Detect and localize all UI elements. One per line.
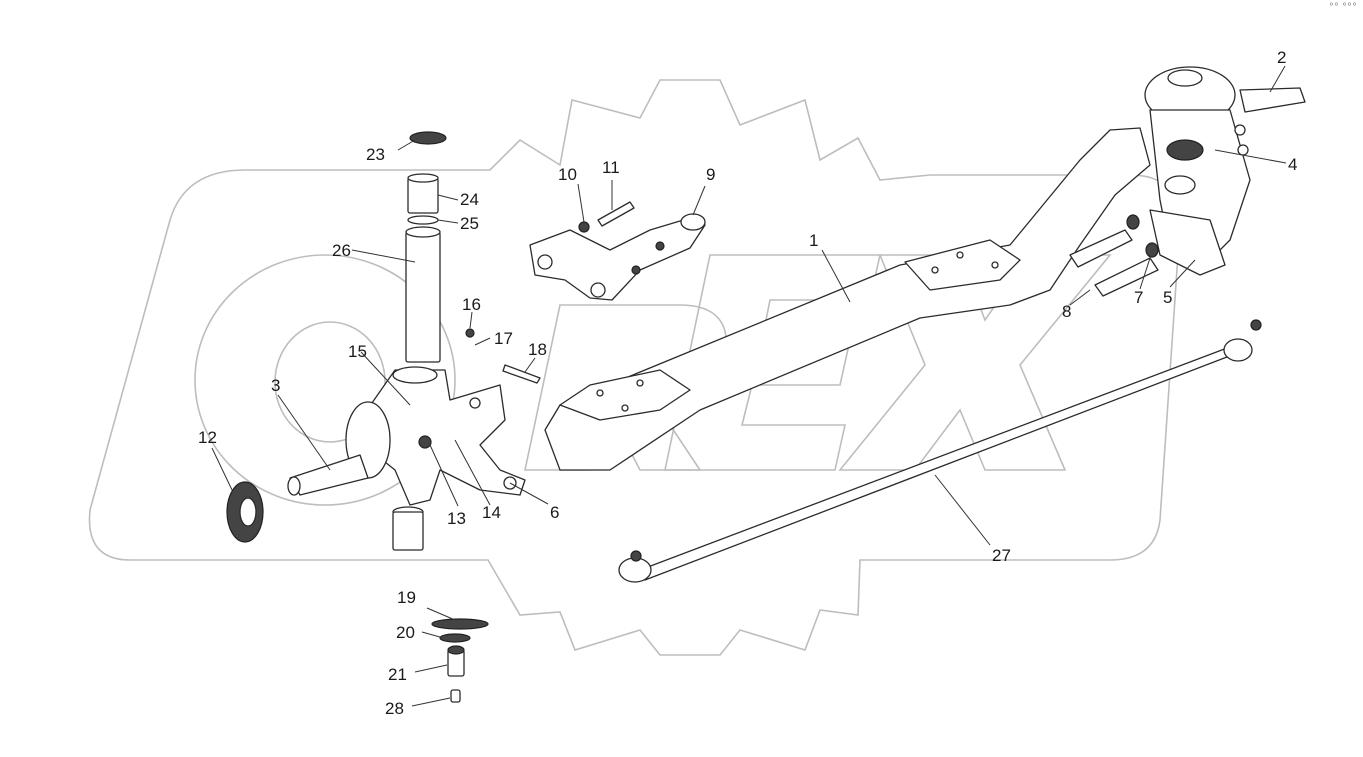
callout-20: 20: [396, 623, 415, 642]
king-pin-assembly: [405, 131, 447, 363]
watermark-letter-o: [194, 254, 456, 506]
left-steering-knuckle: [287, 328, 541, 551]
callout-14: 14: [482, 503, 501, 522]
tie-rod: [618, 319, 1262, 583]
callout-26: 26: [332, 241, 351, 260]
steering-arm: [529, 201, 706, 301]
callout-17: 17: [494, 329, 513, 348]
callout-18: 18: [528, 340, 547, 359]
watermark-letter-x: [838, 254, 1112, 471]
callout-3: 3: [271, 376, 280, 395]
callout-2: 2: [1277, 48, 1286, 67]
callout-23: 23: [366, 145, 385, 164]
callout-28: 28: [385, 699, 404, 718]
callout-8: 8: [1062, 302, 1071, 321]
callout-10: 10: [558, 165, 577, 184]
callout-6: 6: [550, 503, 559, 522]
corner-mark: °° °°°: [1328, 2, 1357, 13]
callout-7: 7: [1134, 288, 1143, 307]
callout-12: 12: [198, 428, 217, 447]
pins-and-bolts: [1069, 214, 1159, 297]
callout-15: 15: [348, 342, 367, 361]
callout-11: 11: [602, 158, 620, 177]
callout-19: 19: [397, 588, 416, 607]
hub-cap: [226, 481, 264, 543]
axle-beam: [544, 127, 1151, 471]
callout-labels: 1 2 3 4 5 6 7 8 9 10 11 12 13 14 15 16 1…: [198, 48, 1297, 718]
callout-1: 1: [809, 231, 818, 250]
callout-27: 27: [992, 546, 1011, 565]
watermark-letter-o-inner: [274, 321, 386, 443]
callout-9: 9: [706, 165, 715, 184]
callout-4: 4: [1288, 155, 1297, 174]
watermark-gear-outline: [88, 79, 1181, 656]
right-steering-knuckle: [1144, 66, 1306, 276]
callout-25: 25: [460, 214, 479, 233]
callout-13: 13: [447, 509, 466, 528]
leader-lines: [211, 65, 1287, 707]
callout-21: 21: [388, 665, 407, 684]
lower-fasteners: [431, 618, 489, 703]
callout-24: 24: [460, 190, 479, 209]
callout-16: 16: [462, 295, 481, 314]
callout-5: 5: [1163, 288, 1172, 307]
